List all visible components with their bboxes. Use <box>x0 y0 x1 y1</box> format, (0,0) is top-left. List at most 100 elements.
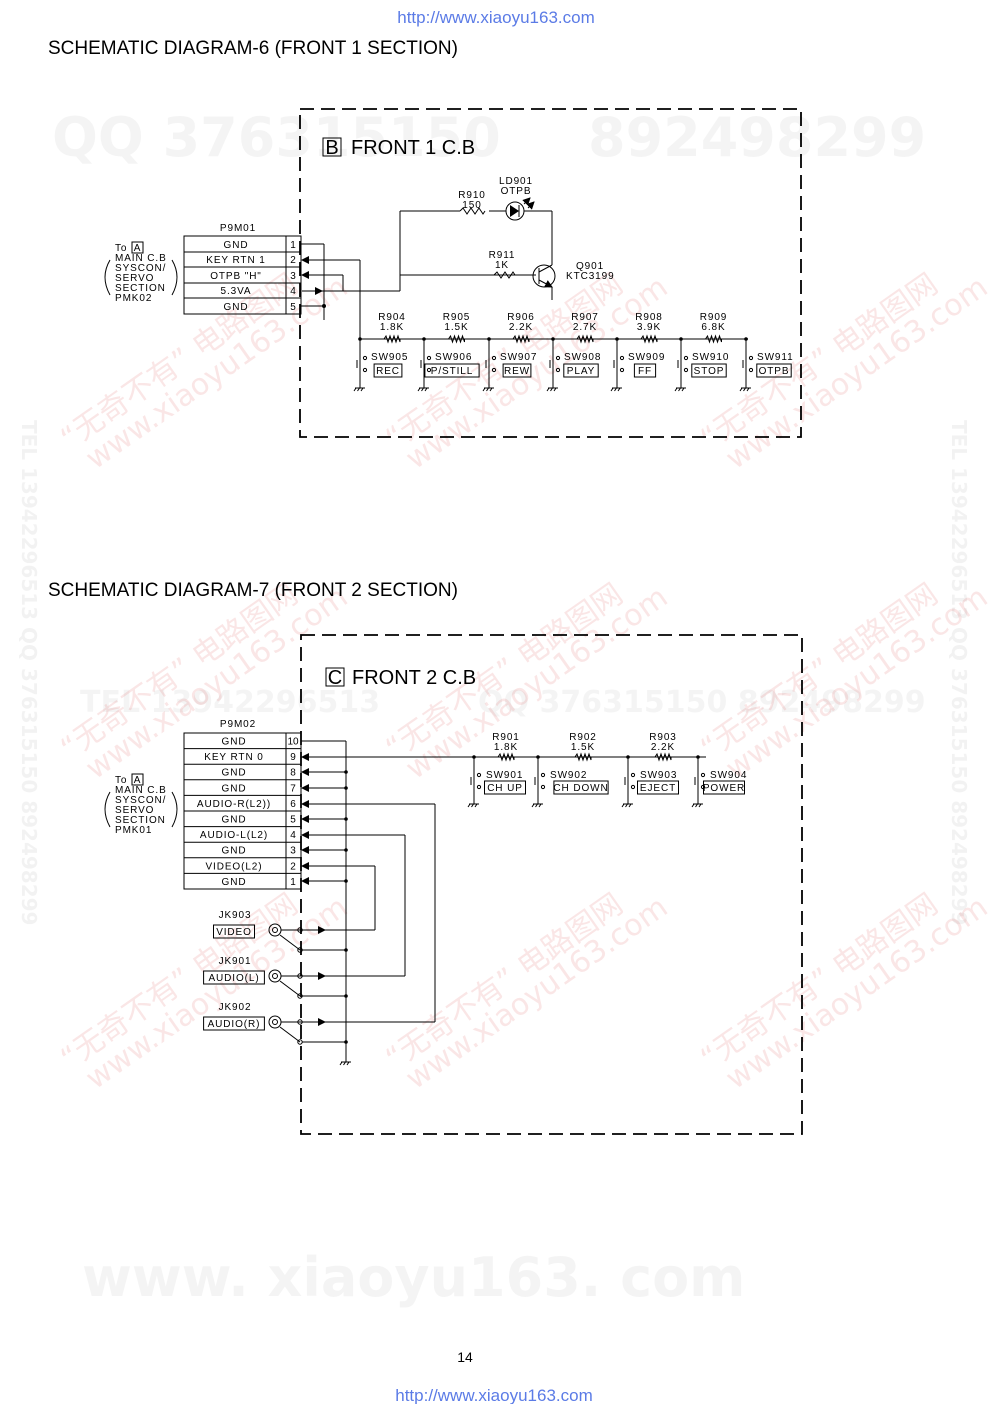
ground-hatch <box>695 803 698 808</box>
jack-node <box>297 1019 303 1025</box>
switch-terminal <box>619 355 625 361</box>
to-label: To <box>115 243 127 254</box>
switch-ref: SW903 <box>640 770 677 781</box>
url-top[interactable]: http://www.xiaoyu163.com <box>397 8 594 27</box>
paren-right <box>171 259 178 296</box>
switch-terminal <box>476 784 482 790</box>
switch-label: REC <box>376 366 400 377</box>
jack-node <box>297 973 303 979</box>
to-line: SERVO <box>115 805 154 816</box>
pin-number: 5 <box>290 815 296 826</box>
jack-ground-wire <box>279 934 301 951</box>
watermark-qq: QQ 376315150 <box>52 106 501 169</box>
switch-terminal <box>630 784 636 790</box>
switch-terminal <box>491 355 497 361</box>
pin-number: 8 <box>290 768 296 779</box>
pin-label: GND <box>222 737 247 748</box>
switch-label-box <box>502 363 532 378</box>
jack-label-box <box>203 1016 265 1031</box>
jack-outer <box>268 1015 282 1029</box>
page-number: 14 <box>457 1349 473 1365</box>
switch-sw902 <box>534 772 546 790</box>
watermark-red-cn: “无奇不有” 电路图网 <box>55 267 305 457</box>
switch-label-box <box>703 780 745 795</box>
switch-sw901 <box>470 772 482 790</box>
switch-terminal <box>476 772 482 778</box>
pin-number: 9 <box>290 752 296 763</box>
ground-hatch <box>424 387 428 392</box>
ground-hatch <box>610 387 614 392</box>
pin-number: 3 <box>290 271 296 282</box>
switch-label: CH UP <box>487 783 523 794</box>
switch-terminal <box>683 367 689 373</box>
resistor-ref: R908 <box>635 312 663 323</box>
switch-ref: SW911 <box>757 352 794 363</box>
switch-sw911 <box>742 355 754 373</box>
junction-dot <box>344 994 348 998</box>
resistor-ref: R902 <box>569 732 597 743</box>
jack-jk902 <box>268 1015 348 1045</box>
pin-label: KEY RTN 1 <box>206 255 265 266</box>
junction-dot <box>344 879 348 883</box>
switch-label-box <box>424 363 480 378</box>
ld901-ref: LD901 <box>499 176 533 187</box>
switch-label: OTPB <box>759 366 790 377</box>
switch-ref: SW905 <box>371 352 408 363</box>
switch-ref: SW902 <box>550 770 587 781</box>
connector-p9m02-name: P9M02 <box>220 719 256 730</box>
ground-hatch <box>625 803 628 808</box>
ground-symbol <box>546 387 558 392</box>
ground-symbol <box>531 803 543 808</box>
to-box-letter: A <box>134 775 142 786</box>
ground-hatch <box>743 387 746 392</box>
ground-hatch <box>678 387 681 392</box>
ground-hatch <box>346 1061 350 1066</box>
to-box <box>131 773 144 786</box>
resistor-r904 <box>368 334 416 344</box>
q901-ref: Q901 <box>576 261 604 272</box>
switch-sw904 <box>694 772 706 790</box>
ground-hatch <box>489 387 493 392</box>
watermark-red-cn: “无奇不有” 电路图网 <box>380 887 630 1077</box>
switch-label-box <box>373 363 403 378</box>
switch-label: STOP <box>694 366 725 377</box>
junction-dot <box>344 848 348 852</box>
to-line: SECTION <box>115 815 166 826</box>
pin-number: 1 <box>290 877 296 888</box>
switch-label: EJECT <box>640 783 676 794</box>
url-bottom[interactable]: http://www.xiaoyu163.com <box>395 1386 592 1404</box>
ground-hatch <box>357 387 360 392</box>
board-b-letter: B <box>325 137 338 159</box>
ground-hatch <box>553 387 557 392</box>
diagram-7: SCHEMATIC DIAGRAM-7 (FRONT 2 SECTION) C … <box>48 580 803 1135</box>
switch-label-box <box>484 780 526 795</box>
to-line: SERVO <box>115 273 154 284</box>
paren-left <box>104 259 111 296</box>
switch-label-box <box>756 363 792 378</box>
r911-ref: R911 <box>489 250 516 261</box>
switch-label-box <box>637 780 679 795</box>
resistor-ref: R906 <box>507 312 535 323</box>
diagram-7-title: SCHEMATIC DIAGRAM-7 (FRONT 2 SECTION) <box>48 580 458 601</box>
watermark-red-cn: “无奇不有” 电路图网 <box>55 577 305 767</box>
to-line: MAIN C.B <box>115 785 167 796</box>
ground-symbol <box>339 1061 351 1066</box>
pin-number: 1 <box>290 240 296 251</box>
resistor-r911 <box>493 271 516 279</box>
ground-hatch <box>343 1061 346 1066</box>
pin-label: AUDIO-R(L2)) <box>197 799 271 810</box>
to-line: SECTION <box>115 283 166 294</box>
resistor-value: 2.2K <box>651 742 675 753</box>
switch-terminal <box>540 784 546 790</box>
ground-hatch <box>531 803 535 808</box>
pin-number: 10 <box>287 737 299 748</box>
watermark-www: www. xiaoyu163. com <box>82 1246 745 1309</box>
pin-label: GND <box>224 240 249 251</box>
ground-hatch <box>614 387 617 392</box>
watermark-red-url: www.xiaoyu163.com <box>400 890 675 1097</box>
switch-label: PLAY <box>567 366 595 377</box>
ground-symbol <box>467 803 479 808</box>
switch-ref: SW901 <box>486 770 523 781</box>
resistor-r902 <box>544 752 622 762</box>
